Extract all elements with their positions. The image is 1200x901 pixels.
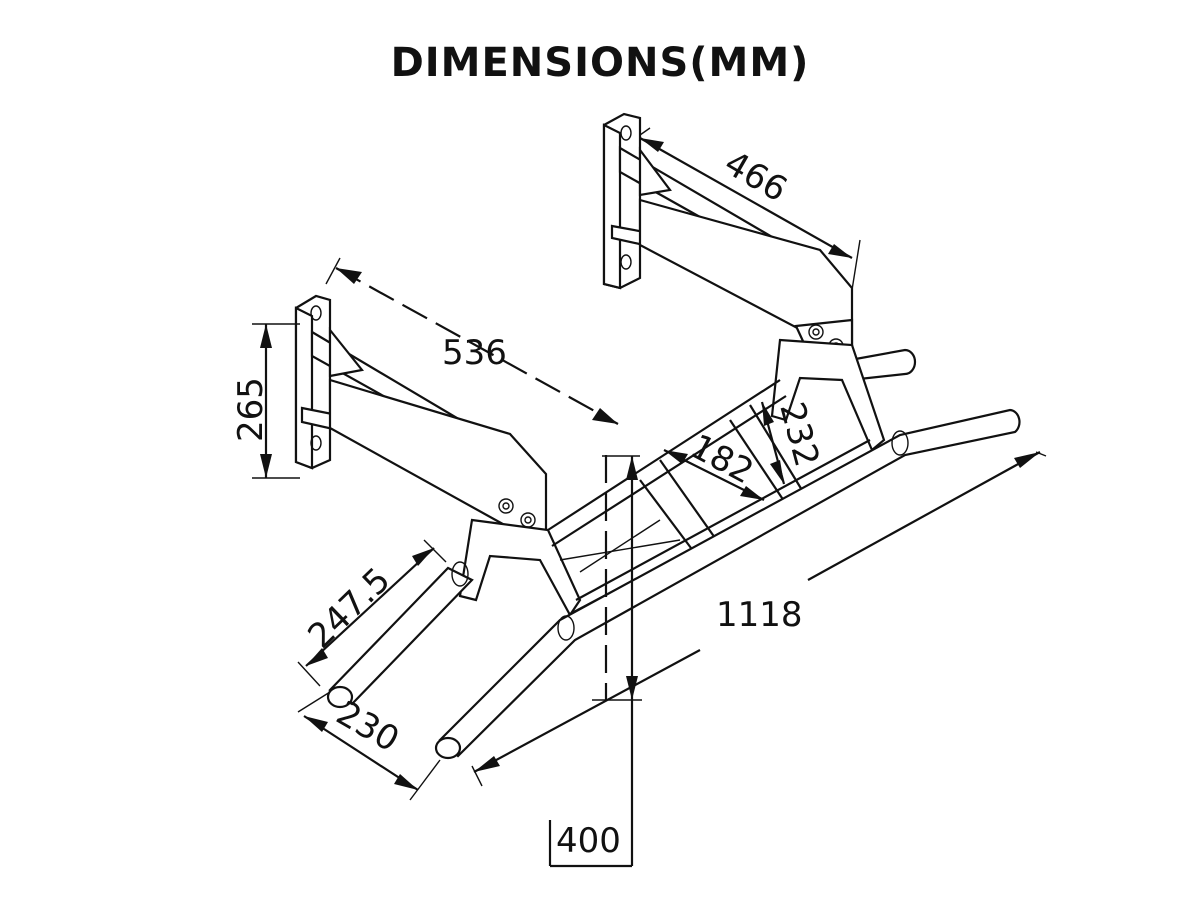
- right-wall-plate: [602, 112, 642, 290]
- dimension-line-182: [663, 449, 765, 501]
- label-265: 265: [231, 377, 271, 442]
- label-466: 466: [718, 143, 794, 210]
- right-arm: [610, 146, 917, 382]
- label-400: 400: [556, 821, 621, 861]
- label-182: 182: [684, 427, 760, 493]
- page-title: DIMENSIONS(MM): [390, 40, 810, 86]
- dimension-line-466: [639, 127, 861, 291]
- left-arm: [300, 326, 548, 536]
- label-536: 536: [442, 333, 507, 373]
- label-1118: 1118: [716, 595, 803, 635]
- dimension-line-400: [548, 455, 642, 868]
- dimension-line-247-5: [297, 539, 447, 687]
- dimension-line-536: [325, 257, 619, 700]
- dimension-line-232: [760, 401, 786, 485]
- frame: [326, 338, 1021, 760]
- dimension-line-265: [252, 323, 300, 479]
- left-wall-plate: [294, 294, 332, 470]
- label-232: 232: [771, 398, 826, 471]
- dimension-line-230: [297, 691, 441, 801]
- dimension-line-1118: [471, 451, 1047, 787]
